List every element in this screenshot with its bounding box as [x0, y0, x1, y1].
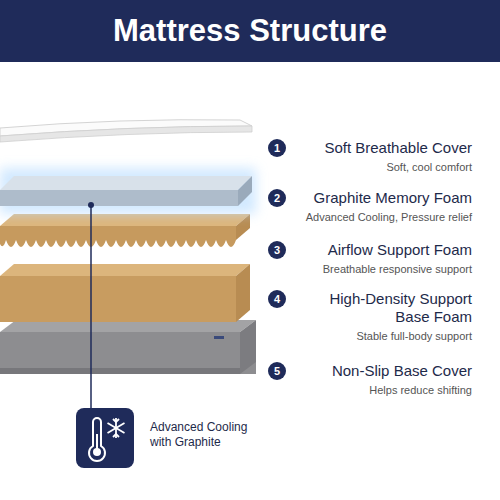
layer-benefit: Stable full-body support — [300, 329, 472, 343]
layer-name: Graphite Memory Foam — [300, 189, 472, 207]
layer-benefit: Advanced Cooling, Pressure relief — [300, 210, 472, 224]
cover-layer — [0, 120, 252, 142]
callout-number: 2 — [268, 189, 286, 207]
cooling-icon — [76, 408, 134, 468]
layer-benefit: Helps reduce shifting — [300, 383, 472, 397]
layer-benefit: Breathable responsive support — [300, 262, 472, 276]
layer-description: Graphite Memory FoamAdvanced Cooling, Pr… — [300, 189, 472, 224]
callout-number: 1 — [268, 139, 286, 157]
layer-description: Soft Breathable CoverSoft, cool comfort — [300, 139, 472, 174]
leader-line — [90, 205, 92, 408]
callout-circle: 2 — [268, 189, 286, 207]
layer-benefit: Soft, cool comfort — [300, 160, 472, 174]
layer-name: High-Density Support Base Foam — [300, 290, 472, 326]
base-cover-layer — [0, 320, 256, 374]
layer-description: Airflow Support FoamBreathable responsiv… — [300, 241, 472, 276]
header-bar — [0, 0, 500, 62]
layer-name: Soft Breathable Cover — [300, 139, 472, 157]
icon-caption: Advanced Cooling with Graphite — [150, 420, 270, 450]
graphite-foam-layer — [0, 168, 256, 214]
layer-name: Airflow Support Foam — [300, 241, 472, 259]
title: Mattress Structure — [0, 0, 500, 62]
leader-dot — [88, 202, 94, 208]
base-foam-layer — [0, 264, 250, 322]
layer-description: High-Density Support Base FoamStable ful… — [300, 290, 472, 343]
layer-description: Non-Slip Base CoverHelps reduce shifting — [300, 362, 472, 397]
callout-number: 5 — [268, 362, 286, 380]
callout-number: 4 — [268, 290, 286, 308]
callout-circle: 1 — [268, 139, 286, 157]
callout-circle: 4 — [268, 290, 286, 308]
callout-circle: 3 — [268, 241, 286, 259]
airflow-foam-layer — [0, 214, 250, 247]
callout-circle: 5 — [268, 362, 286, 380]
callout-number: 3 — [268, 241, 286, 259]
layer-name: Non-Slip Base Cover — [300, 362, 472, 380]
